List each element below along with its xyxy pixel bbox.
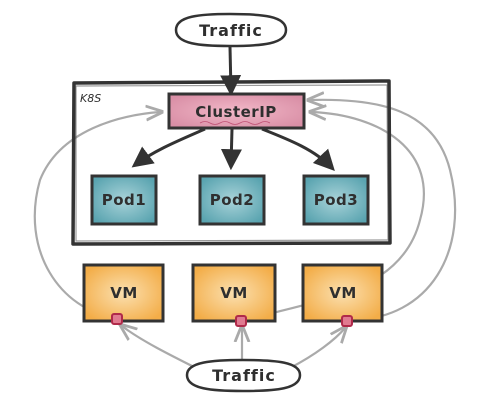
pod-1-label: Pod1 [102,191,146,209]
vm-1-label: VM [110,284,138,302]
vm-3-label: VM [329,284,357,302]
pod-2: Pod2 [198,174,266,226]
service-to-pod-arrows [131,127,335,172]
vm-1: VM [82,263,165,323]
pod-3-label: Pod3 [314,191,358,209]
arrow-traffic-to-vm3-port [288,328,345,370]
k8s-cluster-box: K8S [71,79,392,246]
arrow-traffic-to-vm1-port [122,326,202,372]
gray-traffic-arrows [33,100,457,372]
pod-2-label: Pod2 [210,191,254,209]
vm-2: VM [191,263,277,323]
arrow-clusterip-to-pod2 [220,128,242,171]
traffic-top-node: Traffic [174,12,288,48]
arrow-vm3-port-to-clusterip [310,100,457,322]
traffic-bottom-label: Traffic [212,366,276,385]
k8s-cluster-label: K8S [80,92,101,105]
traffic-top-label: Traffic [199,21,263,40]
arrow-vm1-port-to-clusterip [33,112,160,320]
vm-3: VM [301,263,384,323]
vm-2-node-port [235,315,247,327]
arrow-traffic-to-clusterip [220,46,242,97]
vm-3-node-port [341,315,353,327]
pod-3: Pod3 [302,174,370,226]
arrow-clusterip-to-pod3 [261,127,335,172]
clusterip-service: ClusterIP [167,92,306,130]
vm-2-label: VM [220,284,248,302]
arrow-clusterip-to-pod1 [131,127,206,168]
node-ports [111,313,353,327]
pod-1: Pod1 [90,174,158,226]
clusterip-label: ClusterIP [195,103,277,121]
vm-1-node-port [111,313,123,325]
traffic-bottom-node: Traffic [185,358,302,393]
